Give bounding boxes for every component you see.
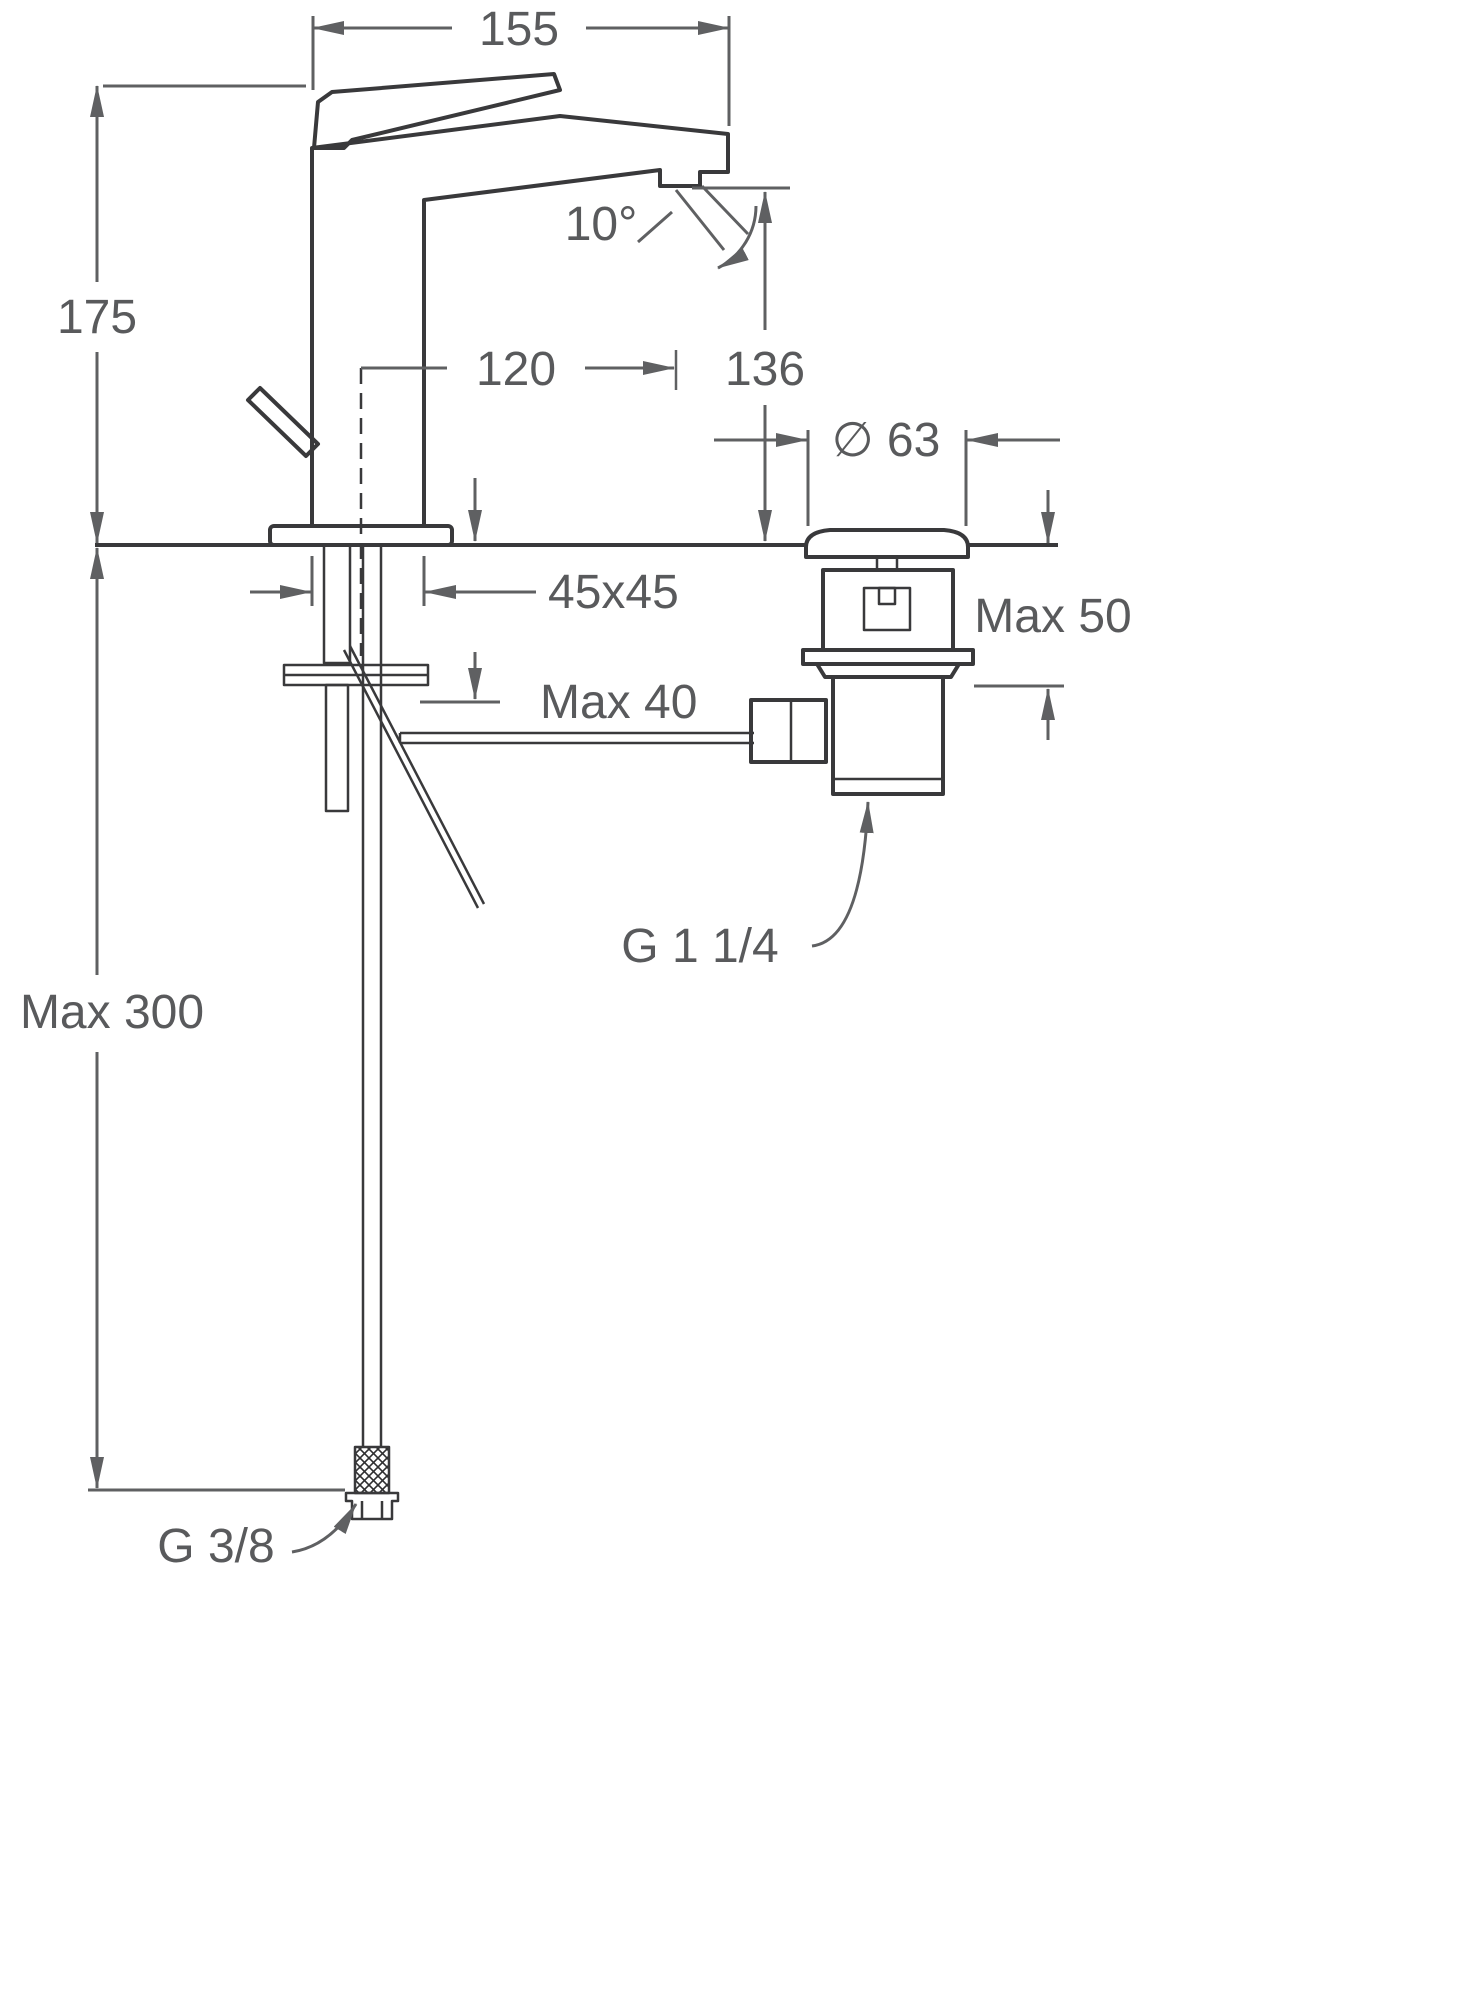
- waste-upper-body: [821, 568, 955, 652]
- dimension-hose-max-300: Max 300: [20, 547, 345, 1492]
- waste-slot-detail: [862, 586, 912, 632]
- popup-linkage: [342, 645, 754, 909]
- threaded-shank: [322, 543, 352, 665]
- faucet-outline: [246, 72, 730, 656]
- waste-flange: [801, 648, 975, 666]
- dim-max50-label: Max 50: [974, 590, 1131, 643]
- dim-136-label: 136: [725, 343, 805, 396]
- popup-diagonal-rod-edge-1: [342, 649, 480, 909]
- dimension-spout-width-155: 155: [311, 3, 731, 126]
- waste-cap: [804, 528, 970, 559]
- angle-arc: [717, 205, 758, 270]
- leader-line: [637, 210, 673, 244]
- dim-175-label: 175: [57, 291, 137, 344]
- dim-155-label: 155: [479, 3, 559, 56]
- dimension-spout-reach-120: 120: [361, 343, 678, 396]
- faucet-body-spout: [310, 114, 730, 528]
- dimension-deck-max-40: Max 40: [420, 478, 697, 729]
- callout-supply-thread-g38: G 3/8: [157, 1503, 358, 1573]
- hose-braided-fitting: [353, 1445, 391, 1495]
- waste-tailpiece: [831, 675, 945, 796]
- waste-flange-chamfer: [815, 662, 961, 679]
- faucet-underdeck: [282, 543, 754, 1521]
- dimension-base-section-45x45: 45x45: [250, 556, 679, 619]
- leader-line: [811, 801, 874, 948]
- dimension-outlet-height-136: 136: [692, 186, 805, 542]
- dim-63-label: ∅ 63: [832, 414, 941, 467]
- threaded-rod: [324, 683, 350, 813]
- waste-slot-notch: [877, 586, 897, 606]
- dim-max300-label: Max 300: [20, 986, 204, 1039]
- g38-label: G 3/8: [157, 1520, 274, 1573]
- dim-max40-label: Max 40: [540, 676, 697, 729]
- dimension-waste-diameter-63: ∅ 63: [714, 414, 1060, 526]
- supply-hose: [344, 545, 400, 1521]
- dim-10deg-label: 10°: [565, 198, 638, 251]
- popup-waste-assembly: [749, 528, 975, 796]
- faucet-lever-handle: [312, 72, 562, 150]
- leader-line: [291, 1503, 358, 1554]
- popup-diagonal-rod-edge-2: [348, 645, 486, 905]
- g114-label: G 1 1/4: [621, 920, 778, 973]
- dim-45x45-label: 45x45: [548, 566, 679, 619]
- dim-120-label: 120: [476, 343, 556, 396]
- dimension-body-height-175: 175: [57, 84, 306, 544]
- waste-side-inlet: [749, 698, 828, 764]
- hose-connector-nut: [344, 1491, 400, 1521]
- angle-line: [674, 189, 726, 251]
- callout-waste-thread-g114: G 1 1/4: [621, 801, 874, 973]
- popup-rod-knob: [246, 386, 320, 458]
- dimension-spout-angle-10deg: 10°: [565, 184, 758, 270]
- dimension-waste-max-50: Max 50: [974, 490, 1132, 740]
- angle-line: [700, 184, 750, 236]
